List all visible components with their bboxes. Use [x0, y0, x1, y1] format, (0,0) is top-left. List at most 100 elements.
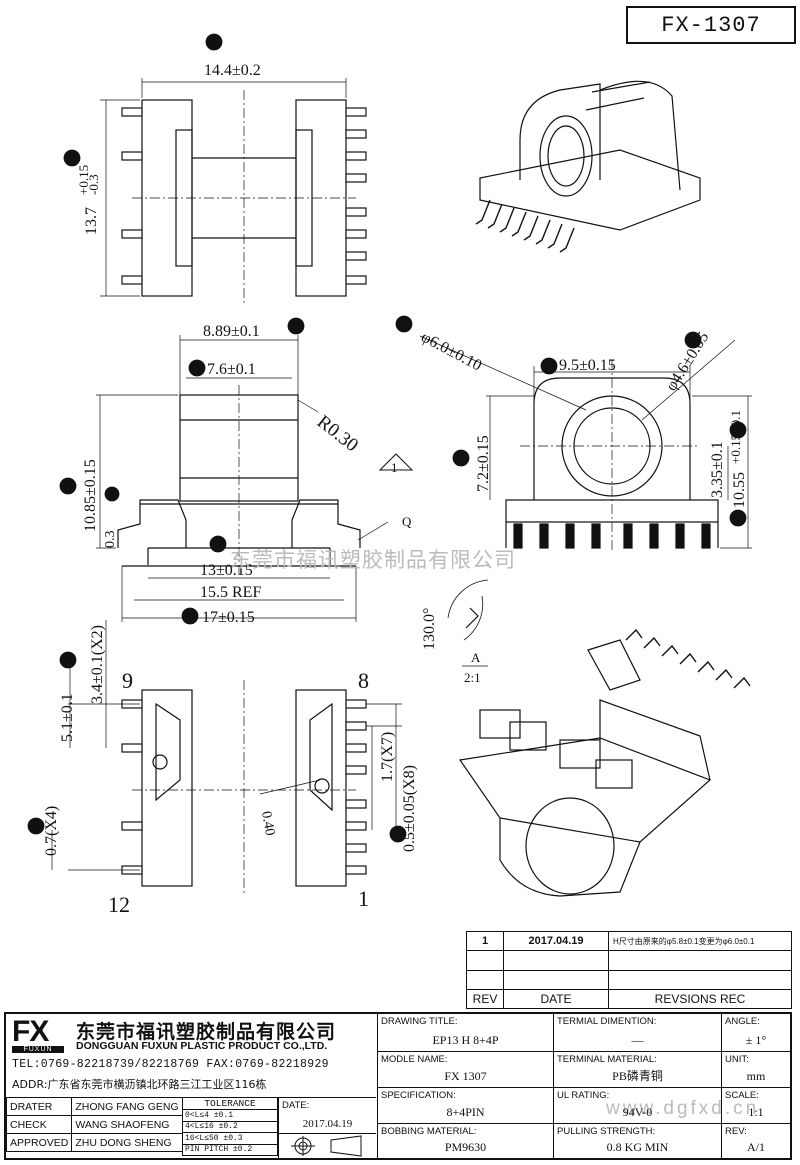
- desc-cell: [608, 969, 792, 990]
- unit-cell: UNIT:mm: [722, 1052, 790, 1088]
- dim-x7: 1.7(X7): [379, 732, 396, 782]
- dim-z: 0.3: [103, 531, 118, 549]
- field-value: 8+4PIN: [446, 1105, 485, 1119]
- date-header: DATE: [503, 988, 609, 1010]
- date-value: 2017.04.19: [302, 1118, 353, 1130]
- tolerance-row: 0<L≤4 ±0.1: [182, 1109, 278, 1122]
- pin-8: 8: [358, 668, 369, 693]
- role-cell: DRATER: [5, 1097, 73, 1116]
- bubble-b: B: [68, 151, 77, 166]
- date-label: DATE:: [282, 1100, 310, 1111]
- bubble-x1: X1: [63, 656, 74, 666]
- revision-triangle-number: 1: [391, 460, 398, 475]
- date-box: DATE: 2017.04.19: [278, 1097, 376, 1133]
- dim-k2-tol: +0.15 -0.1: [728, 410, 743, 464]
- table-row: 16<L≤50 ±0.3: [182, 1132, 278, 1145]
- company-logo: FX: [12, 1015, 49, 1048]
- dim-k1: 3.35±0.1: [709, 441, 726, 498]
- bubble-letters: A B C D E F G H I J K L M Z O P X1: [31, 35, 743, 842]
- name-cell: ZHU DONG SHENG: [71, 1133, 184, 1152]
- third-angle-projection-icon: [291, 1135, 362, 1157]
- dim-a: 14.4±0.2: [204, 62, 261, 79]
- top-view: [100, 78, 367, 306]
- field-label: UL RATING:: [557, 1090, 610, 1101]
- drawing-number: FX-1307: [626, 6, 796, 44]
- tolerance-row: 4<L≤16 ±0.2: [182, 1120, 278, 1133]
- bubble-z: Z: [108, 487, 116, 502]
- field-value: 0.8 KG MIN: [606, 1140, 669, 1154]
- date-cell: [503, 950, 609, 971]
- tolerance-row: PIN PITCH ±0.2: [182, 1143, 278, 1156]
- table-row: 4<L≤16 ±0.2: [182, 1120, 278, 1133]
- title-block: FX FUXUN 东莞市福讯塑胶制品有限公司 DONGGUAN FUXUN PL…: [4, 1012, 792, 1160]
- table-row: TOLERANCE: [182, 1097, 278, 1110]
- field-value: PM9630: [444, 1140, 487, 1154]
- field-label: MODLE NAME:: [381, 1054, 448, 1065]
- bubble-o: O: [31, 819, 40, 834]
- name-cell: ZHONG FANG GENG: [71, 1097, 184, 1116]
- company-logo-sub: FUXUN: [12, 1046, 64, 1053]
- dim-m: 10.85±0.15: [82, 459, 99, 532]
- bobbing-material-cell: BOBBING MATERIAL: PM9630: [378, 1124, 554, 1158]
- company-name-en: DONGGUAN FUXUN PLASTIC PRODUCT CO.,LTD.: [76, 1040, 328, 1052]
- rev-cell: [466, 969, 504, 990]
- dim-i: 17±0.15: [202, 609, 255, 626]
- field-label: TERMIAL DIMENTION:: [557, 1016, 657, 1027]
- field-label: BOBBING MATERIAL:: [381, 1126, 477, 1137]
- model-name-cell: MODLE NAME: FX 1307: [378, 1052, 554, 1088]
- field-value: PB磷青铜: [612, 1069, 663, 1083]
- dim-j: 7.2±0.15: [475, 435, 492, 492]
- bubble-f: F: [545, 359, 552, 374]
- dim-b-tol-upper: +0.15: [76, 165, 91, 195]
- bubble-m: M: [62, 479, 74, 494]
- dim-q: Q: [402, 514, 412, 529]
- drawing-title-cell: DRAWING TITLE:EP13 H 8+4P: [378, 1014, 554, 1052]
- company-address: ADDR:广东省东莞市横沥镇北环路三江工业区116栋: [12, 1078, 267, 1091]
- terminal-dimention-cell: TERMIAL DIMENTION:—: [554, 1014, 722, 1052]
- dimension-labels: 14.4±0.2 13.7 +0.15 -0.3 8.89±0.1 7.6±0.…: [43, 62, 748, 917]
- scale-cell: SCALE:1:1: [722, 1088, 790, 1124]
- dim-b-tol-lower: -0.3: [86, 174, 101, 195]
- bubble-e: E: [214, 537, 222, 552]
- terminal-material-cell: TERMINAL MATERIAL:PB磷青铜: [554, 1052, 722, 1088]
- tolerance-table: TOLERANCE 0<L≤4 ±0.1 4<L≤16 ±0.2 16<L≤50…: [182, 1097, 278, 1156]
- desc-header: REVSIONS REC: [608, 988, 792, 1010]
- front-view: [96, 335, 414, 622]
- tolerance-header: TOLERANCE: [182, 1097, 278, 1110]
- dim-d: 7.6±0.1: [207, 361, 256, 378]
- detail-label: A: [471, 650, 481, 665]
- rev-cell: REV:A/1: [722, 1124, 790, 1158]
- field-label: REV:: [725, 1126, 747, 1137]
- dim-x8: 0.5±0.05(X8): [401, 765, 418, 852]
- table-row: [466, 950, 792, 971]
- bubble-d: D: [192, 361, 201, 376]
- dim-r: R0.30: [313, 411, 362, 456]
- field-value: ± 1°: [745, 1033, 767, 1047]
- detail-scale: 2:1: [464, 670, 481, 685]
- rev-header: REV: [466, 988, 504, 1010]
- dim-e: 13±0.15: [200, 562, 253, 579]
- detail-a: [447, 579, 489, 667]
- side-view: [419, 335, 752, 550]
- watermark-company: 东莞市福讯塑胶制品有限公司: [230, 548, 516, 572]
- dim-c: 8.89±0.1: [203, 323, 260, 340]
- dim-angle: 130.0°: [421, 608, 438, 650]
- table-row: 0<L≤4 ±0.1: [182, 1109, 278, 1122]
- company-name-cn: 东莞市福讯塑胶制品有限公司: [76, 1021, 337, 1043]
- date-cell: [503, 969, 609, 990]
- field-value: EP13 H 8+4P: [432, 1033, 499, 1047]
- dim-040: 0.40: [258, 810, 277, 837]
- field-value: 94V-0: [622, 1105, 653, 1119]
- role-cell: APPROVED: [5, 1133, 73, 1152]
- dim-h: φ6.0±0.10: [418, 329, 484, 375]
- table-row: 1 2017.04.19 H尺寸由原来的φ5.8±0.1变更为φ6.0±0.1: [466, 930, 792, 952]
- specification-cell: SPECIFICATION: 8+4PIN: [378, 1088, 554, 1124]
- field-label: SPECIFICATION:: [381, 1090, 456, 1101]
- role-cell: CHECK: [5, 1115, 73, 1134]
- field-value: FX 1307: [444, 1069, 487, 1083]
